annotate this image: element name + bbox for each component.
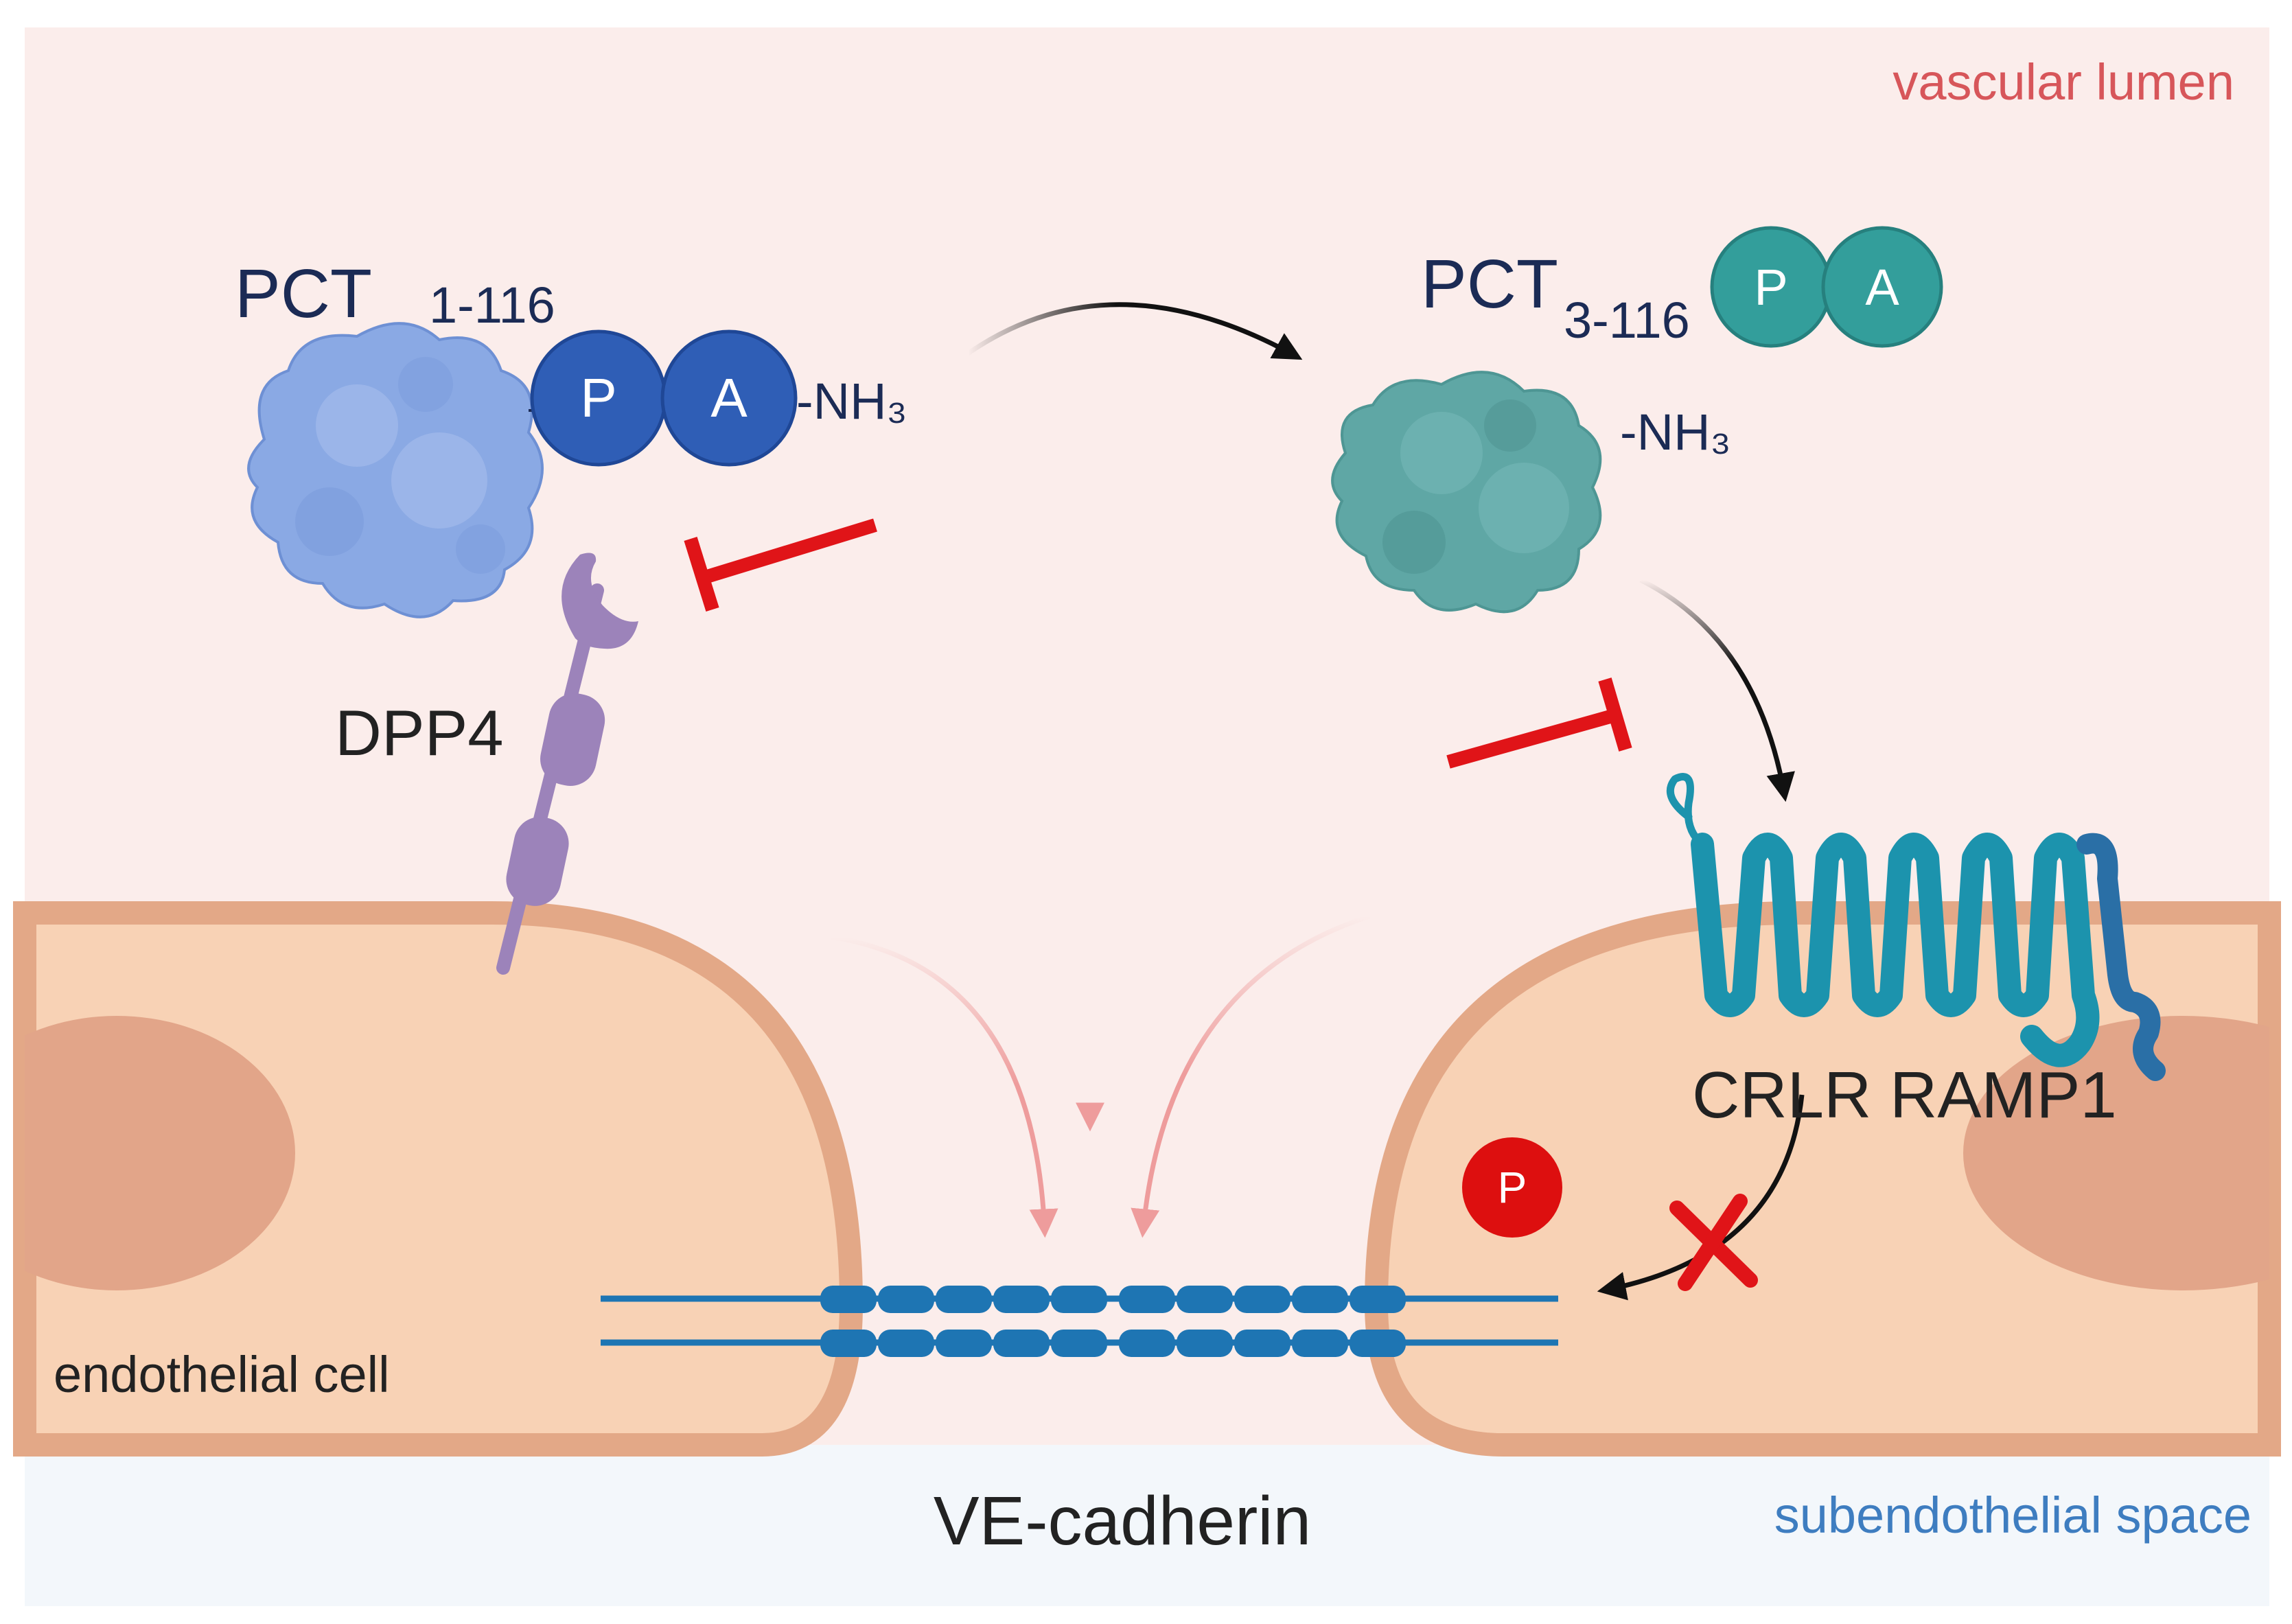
pct-1-116-beads: P A — [530, 329, 798, 467]
cadherin-domain — [1177, 1286, 1233, 1313]
cleavage-arrow — [966, 302, 1303, 360]
pct-cleaved-bead-a: A — [1865, 259, 1899, 316]
pct-cleaved-subscript: 3-116 — [1564, 292, 1690, 349]
receptor-inhibition — [1446, 677, 1632, 769]
cadherin-domain — [1292, 1330, 1348, 1357]
vascular-lumen-label: vascular lumen — [1892, 54, 2234, 111]
cadherin-domain — [1234, 1330, 1290, 1357]
endothelial-cell-label: endothelial cell — [54, 1346, 390, 1403]
permeability-arrow-left — [830, 934, 1058, 1238]
cadherin-domain — [936, 1286, 992, 1313]
ve-cadherin-label: VE-cadherin — [934, 1483, 1311, 1559]
pct-3-116-beads: P A — [1710, 226, 1943, 348]
phosphate-label: P — [1498, 1163, 1527, 1212]
ve-cadherin-junction — [601, 1286, 1558, 1357]
phosphorylation-arrow — [1597, 1094, 1805, 1301]
cadherin-domain — [1051, 1286, 1107, 1313]
cadherin-domain — [993, 1330, 1050, 1357]
crlr-ramp1-receptor — [1666, 773, 2166, 1081]
pct-full-bead-a: A — [710, 367, 748, 428]
pct-1-116-blob — [247, 322, 549, 618]
pct-full-nh3: -NH₃ — [796, 373, 907, 430]
cadherin-domain — [820, 1330, 877, 1357]
cadherin-domain — [1234, 1286, 1290, 1313]
cadherin-domain — [1350, 1330, 1406, 1357]
permeability-arrow-right — [1131, 914, 1371, 1238]
subendothelial-region — [25, 1445, 2269, 1606]
dpp4-enzyme — [496, 553, 638, 975]
cadherin-domain — [1051, 1330, 1107, 1357]
pct-full-name: PCT — [235, 255, 372, 332]
cadherin-domain — [936, 1330, 992, 1357]
dpp4-inhibition — [684, 518, 877, 612]
blocked-cross — [1669, 1194, 1758, 1291]
crlr-ramp1-label: CRLR RAMP1 — [1692, 1058, 2117, 1132]
cadherin-domain — [1119, 1286, 1175, 1313]
pct-full-bead-p: P — [580, 367, 616, 428]
pct-cleaved-nh3: -NH₃ — [1620, 404, 1731, 461]
pct-3-116-blob — [1331, 371, 1602, 614]
pct-cleaved-name: PCT — [1421, 246, 1558, 323]
cadherin-domain — [1292, 1286, 1348, 1313]
pct-cleaved-bead-p: P — [1754, 259, 1787, 316]
phosphate-badge: P — [1462, 1137, 1562, 1238]
dpp4-label: DPP4 — [335, 697, 504, 769]
pct-full-subscript: 1-116 — [429, 277, 555, 334]
left-nucleus — [25, 1016, 295, 1290]
left-endothelial-cell — [13, 901, 864, 1457]
cadherin-domain — [820, 1286, 877, 1313]
right-nucleus — [1963, 1016, 2269, 1290]
cadherin-domain — [878, 1286, 934, 1313]
subendothelial-label: subendothelial space — [1774, 1487, 2252, 1544]
cadherin-domain — [1119, 1330, 1175, 1357]
cadherin-domain — [993, 1286, 1050, 1313]
cadherin-domain — [878, 1330, 934, 1357]
binding-arrow — [1639, 577, 1795, 802]
cadherin-domain — [1177, 1330, 1233, 1357]
cadherin-domain — [1350, 1286, 1406, 1313]
